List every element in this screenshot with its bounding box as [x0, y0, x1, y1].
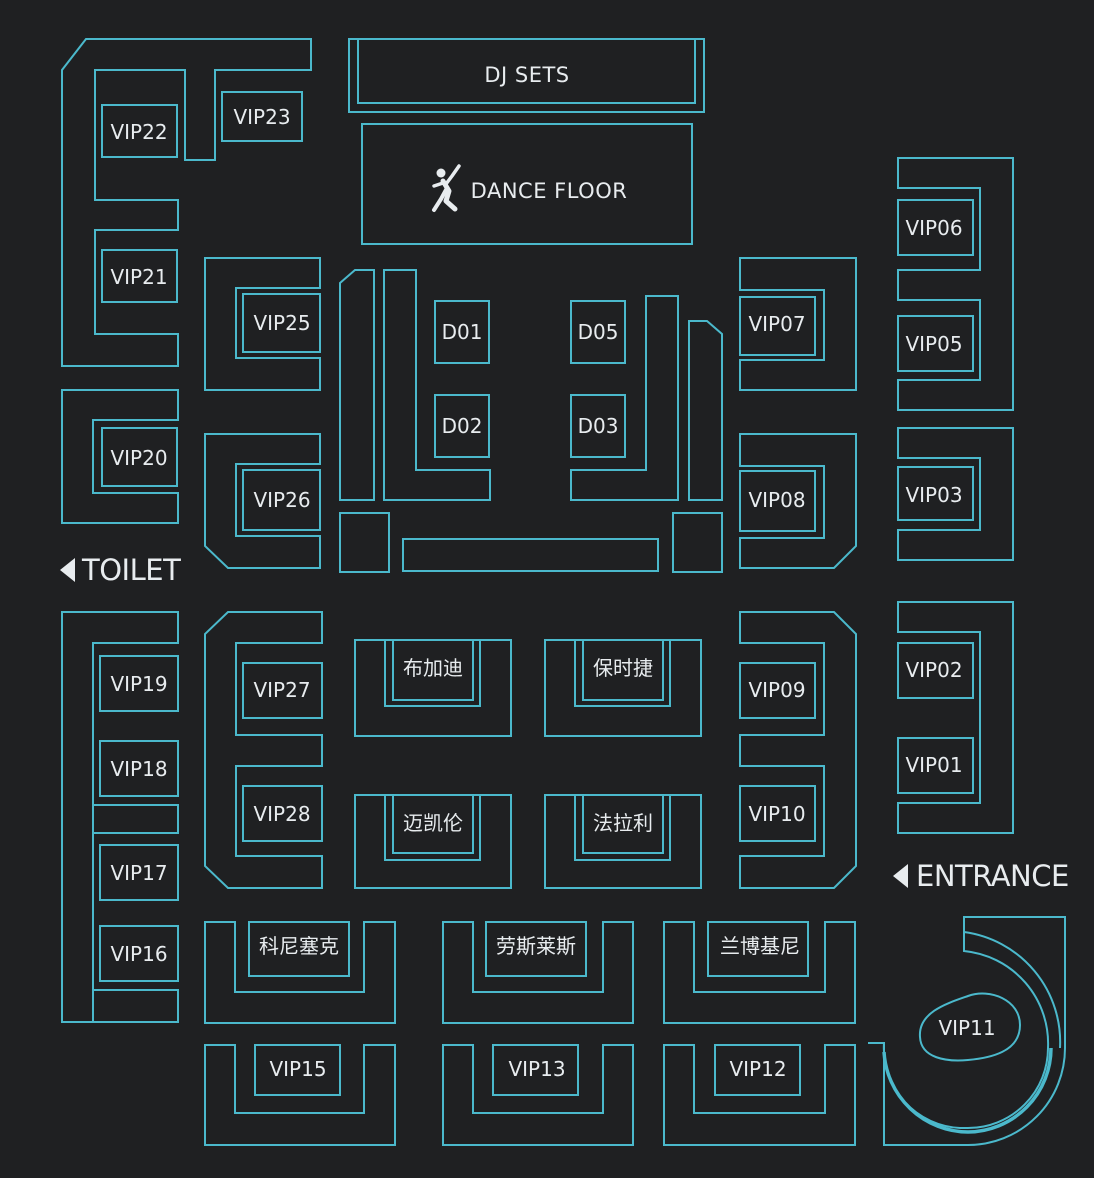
- vip07-label: VIP07: [748, 312, 805, 336]
- vip16-label: VIP16: [110, 942, 167, 966]
- vip12-booth[interactable]: [663, 1044, 856, 1146]
- toilet-sign[interactable]: TOILET: [81, 553, 182, 587]
- vip18-label: VIP18: [110, 757, 167, 781]
- vip01-label: VIP01: [905, 753, 962, 777]
- rollsroyce-booth[interactable]: [442, 921, 634, 1024]
- lamborghini-booth[interactable]: [663, 921, 856, 1024]
- left-upper-bench: [61, 38, 312, 367]
- right-upper-bench: [897, 157, 1014, 561]
- vip10-label: VIP10: [748, 802, 805, 826]
- right-lower-bench: [897, 601, 1014, 834]
- vip05-label: VIP05: [905, 332, 962, 356]
- vip23-label: VIP23: [233, 105, 290, 129]
- vip07-bench: [739, 257, 857, 391]
- mclaren-label: 迈凯伦: [403, 811, 463, 835]
- vip15-booth[interactable]: [204, 1044, 396, 1146]
- vip22-label: VIP22: [110, 120, 167, 144]
- vip03-booth[interactable]: [897, 466, 974, 521]
- vip09-10-bench: [739, 611, 857, 889]
- toilet-arrow-icon: [60, 558, 75, 582]
- d03-label: D03: [578, 414, 619, 438]
- rollsroyce-label: 劳斯莱斯: [496, 934, 576, 958]
- d03-table[interactable]: [570, 394, 626, 458]
- vip05-booth[interactable]: [897, 315, 974, 372]
- vip16-booth[interactable]: [99, 925, 179, 982]
- vip21-booth[interactable]: [101, 249, 178, 303]
- vip13-label: VIP13: [508, 1057, 565, 1081]
- vip08-label: VIP08: [748, 488, 805, 512]
- bugatti-label: 布加迪: [403, 656, 463, 680]
- vip25-booth[interactable]: [242, 293, 321, 353]
- koenigsegg-booth[interactable]: [204, 921, 396, 1024]
- d05-label: D05: [578, 320, 619, 344]
- koenigsegg-label: 科尼塞克: [259, 934, 339, 958]
- vip27-label: VIP27: [253, 678, 310, 702]
- vip15-label: VIP15: [269, 1057, 326, 1081]
- vip23-booth[interactable]: [221, 91, 303, 142]
- vip03-label: VIP03: [905, 483, 962, 507]
- vip17-label: VIP17: [110, 861, 167, 885]
- porsche-booth[interactable]: [544, 639, 702, 737]
- vip09-label: VIP09: [748, 678, 805, 702]
- vip20-label: VIP20: [110, 446, 167, 470]
- vip22-booth[interactable]: [101, 104, 178, 158]
- vip25-label: VIP25: [253, 311, 310, 335]
- vip26-booth[interactable]: [242, 469, 321, 531]
- mclaren-booth[interactable]: [354, 794, 512, 889]
- bugatti-booth[interactable]: [354, 639, 512, 737]
- dancer-icon: [432, 164, 461, 212]
- d01-label: D01: [442, 320, 483, 344]
- dj-sets-label: DJ SETS: [484, 63, 569, 87]
- vip08-booth[interactable]: [739, 470, 816, 532]
- vip12-label: VIP12: [729, 1057, 786, 1081]
- d05-table[interactable]: [570, 300, 626, 364]
- vip25-bench: [204, 257, 321, 391]
- vip07-booth[interactable]: [739, 296, 816, 356]
- vip20-booth[interactable]: [101, 427, 178, 487]
- vip09-booth[interactable]: [739, 662, 816, 719]
- ferrari-label: 法拉利: [593, 811, 653, 835]
- d02-table[interactable]: [434, 394, 490, 458]
- entrance-arrow-icon: [893, 864, 908, 888]
- vip10-booth[interactable]: [739, 785, 816, 842]
- divider: [93, 804, 179, 834]
- vip11-booth[interactable]: [868, 916, 1066, 1146]
- vip21-label: VIP21: [110, 265, 167, 289]
- ferrari-booth[interactable]: [544, 794, 702, 889]
- d02-label: D02: [442, 414, 483, 438]
- centre-benches: [339, 269, 723, 573]
- vip18-booth[interactable]: [99, 740, 179, 797]
- vip17-booth[interactable]: [99, 844, 179, 901]
- entrance-sign[interactable]: ENTRANCE: [916, 859, 1069, 893]
- lamborghini-label: 兰博基尼: [720, 934, 800, 958]
- vip28-label: VIP28: [253, 802, 310, 826]
- vip06-booth[interactable]: [897, 199, 974, 256]
- vip19-booth[interactable]: [99, 655, 179, 712]
- vip13-booth[interactable]: [442, 1044, 634, 1146]
- vip02-booth[interactable]: [897, 642, 974, 699]
- vip08-bench: [739, 433, 857, 569]
- dance-floor-zone[interactable]: [361, 123, 693, 245]
- left-vip20-bench: [61, 389, 179, 524]
- vip19-label: VIP19: [110, 672, 167, 696]
- vip26-bench: [204, 433, 321, 569]
- vip11-label: VIP11: [938, 1016, 995, 1040]
- vip06-label: VIP06: [905, 216, 962, 240]
- d01-table[interactable]: [434, 300, 490, 364]
- vip01-booth[interactable]: [897, 737, 974, 794]
- vip27-28-bench: [204, 611, 323, 889]
- dj-sets-zone[interactable]: [348, 38, 705, 113]
- vip02-label: VIP02: [905, 658, 962, 682]
- vip26-label: VIP26: [253, 488, 310, 512]
- vip27-booth[interactable]: [242, 662, 323, 719]
- vip28-booth[interactable]: [242, 785, 323, 842]
- porsche-label: 保时捷: [593, 656, 653, 680]
- dance-floor-label: DANCE FLOOR: [471, 179, 628, 203]
